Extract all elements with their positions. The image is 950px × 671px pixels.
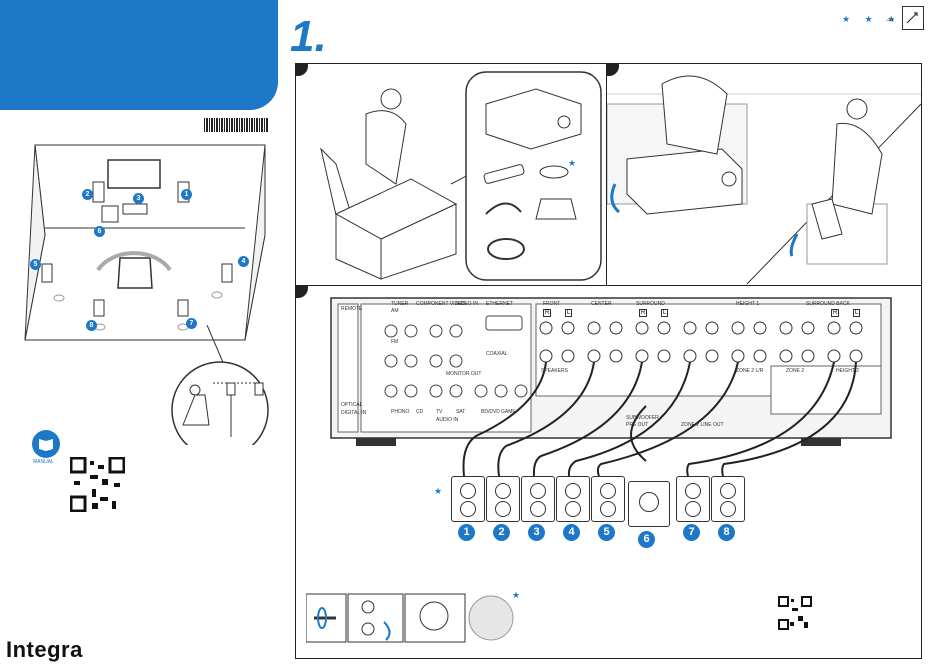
star-note: ★ [512, 590, 521, 600]
stars-indicator: ★ ★ ★ [842, 14, 902, 24]
speaker-number-badge: 7 [683, 524, 700, 541]
height1-label: HEIGHT 1 [736, 301, 759, 307]
panel-placement [606, 63, 922, 287]
panel-tab [296, 64, 308, 76]
rear-panel-illustration [330, 297, 892, 477]
listener-side-view [171, 325, 269, 445]
surround-back-label: SURROUND BACK [806, 301, 850, 307]
front-label: FRONT [543, 301, 561, 307]
audio-in-label: AUDIO IN [436, 417, 459, 423]
placement-illustration [606, 75, 922, 285]
speaker-height-left [711, 476, 745, 522]
speaker-front-right [451, 476, 485, 522]
panel-tab [296, 286, 308, 298]
speakers-label: SPEAKERS [541, 368, 568, 374]
bd-dvd-label: BD/DVD [481, 409, 500, 415]
phono-label: PHONO [391, 409, 410, 415]
setup-qr-code[interactable] [778, 596, 812, 630]
brand-logo: Integra [6, 637, 83, 662]
panel-tab [607, 64, 619, 76]
channel-tag: L [853, 309, 861, 317]
star-note: ★ [434, 486, 443, 496]
manual-label: MANUAL [33, 459, 54, 465]
sat-label: SAT [456, 409, 466, 415]
cd-label: CD [416, 409, 424, 415]
speaker-number-badge: 3 [133, 193, 144, 204]
zone2-lr-label: ZONE 2 L/R [736, 368, 764, 374]
monitor-out-label: MONITOR OUT [446, 371, 482, 377]
am-label: AM [391, 308, 399, 314]
speaker-number-badge: 4 [563, 524, 580, 541]
digital-in-label: DIGITAL IN [341, 410, 367, 416]
speaker-surround-left [591, 476, 625, 522]
room-layout-diagram [24, 144, 266, 341]
page-turn-icon [902, 6, 924, 30]
cover-banner [0, 0, 278, 110]
subwoofer-speaker [628, 481, 670, 527]
speaker-number-badge: 1 [458, 524, 475, 541]
panel-connection: FRONT CENTER SURROUND HEIGHT 1 SURROUND … [295, 285, 922, 659]
channel-tag: L [661, 309, 669, 317]
channel-tag: L [565, 309, 573, 317]
center-label: CENTER [591, 301, 612, 307]
zone2-line-out-label: ZONE 2 LINE OUT [681, 422, 724, 428]
remote-label: REMOTE [341, 306, 363, 312]
speaker-center [521, 476, 555, 522]
channel-tag: R [543, 309, 552, 317]
arrow-icon: → [884, 11, 896, 25]
video-in-label: VIDEO IN [456, 301, 478, 307]
speaker-number-badge: 7 [186, 318, 197, 329]
tuner-label: TUNER [391, 301, 409, 307]
zone2-label: ZONE 2 [786, 368, 805, 374]
channel-tag: R [831, 309, 840, 317]
speaker-number-badge: 5 [30, 259, 41, 270]
unboxing-illustration [320, 71, 602, 281]
subwoofer-label: SUBWOOFER [626, 415, 659, 421]
tv-label: TV [436, 409, 443, 415]
ethernet-label: ETHERNET [486, 301, 513, 307]
wire-connection-steps [306, 593, 514, 643]
panel-unboxing: ★ [295, 63, 607, 287]
speaker-number-badge: 1 [181, 189, 192, 200]
speaker-number-badge: 8 [718, 524, 735, 541]
step-number: 1. [290, 12, 327, 61]
speaker-number-badge: 3 [528, 524, 545, 541]
speaker-number-badge: 2 [493, 524, 510, 541]
speaker-surround-right [556, 476, 590, 522]
speaker-number-badge: 4 [238, 256, 249, 267]
height2-label: HEIGHT 2 [836, 368, 859, 374]
fm-label: FM [391, 339, 399, 345]
manual-qr-code[interactable] [70, 457, 125, 512]
optical-label: OPTICAL [341, 402, 363, 408]
speaker-number-badge: 8 [86, 320, 97, 331]
channel-tag: R [639, 309, 648, 317]
speaker-number-badge: 6 [638, 531, 655, 548]
coaxial-label: COAXIAL [486, 351, 508, 357]
speaker-height-right [676, 476, 710, 522]
game-label: GAME [501, 409, 516, 415]
surround-label: SURROUND [636, 301, 665, 307]
speaker-number-badge: 5 [598, 524, 615, 541]
pre-out-label: PRE OUT [626, 422, 649, 428]
speaker-number-badge: 6 [94, 226, 105, 237]
barcode [204, 118, 268, 132]
manual-icon [32, 430, 60, 458]
star-note: ★ [568, 158, 577, 168]
speaker-front-left [486, 476, 520, 522]
component-video-label: COMPONENT VIDEO [416, 301, 466, 307]
speaker-number-badge: 2 [82, 189, 93, 200]
